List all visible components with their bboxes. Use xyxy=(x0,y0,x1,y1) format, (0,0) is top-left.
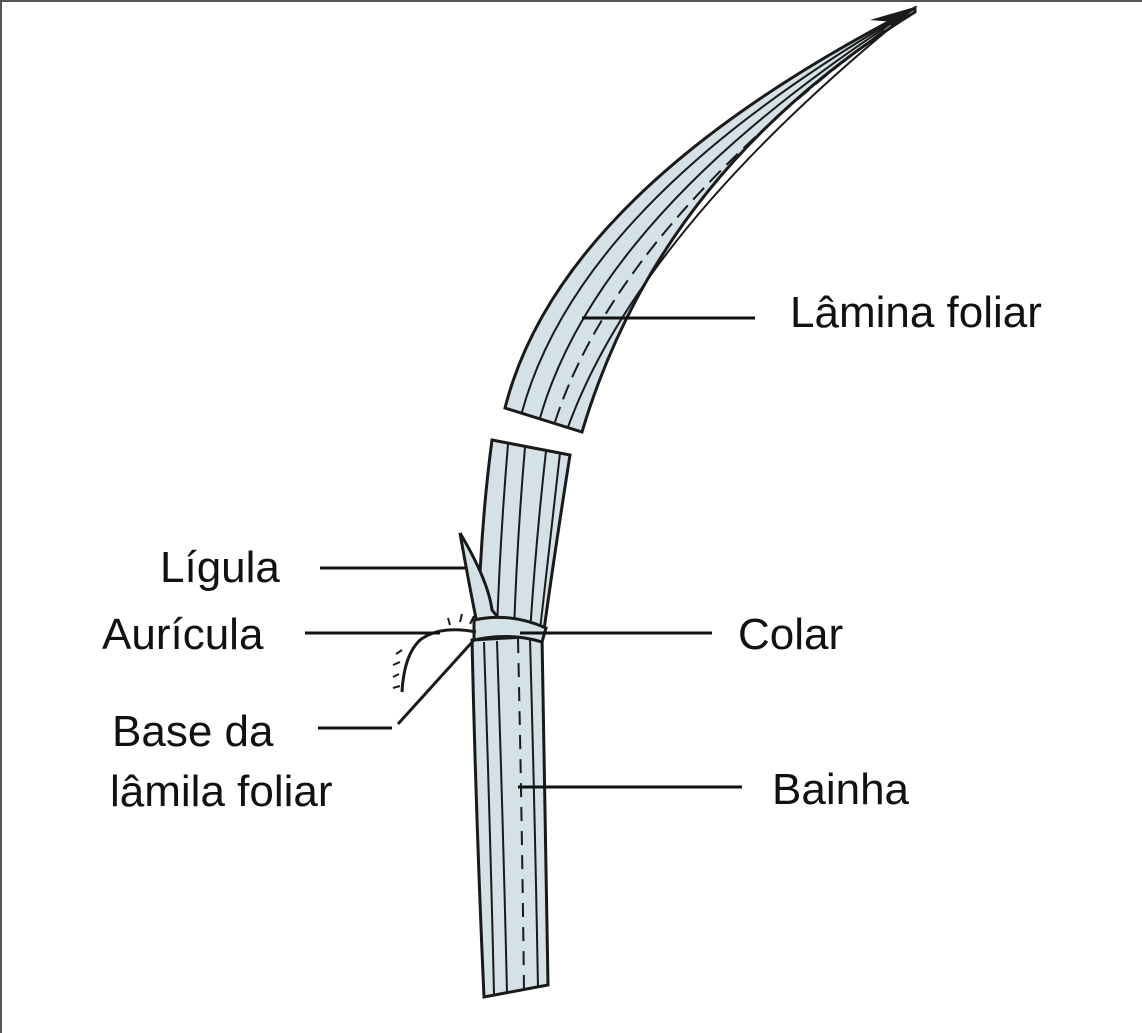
label-base-line1: Base da xyxy=(112,706,273,758)
label-lamina-foliar: Lâmina foliar xyxy=(790,287,1042,339)
label-base-line2: lâmila foliar xyxy=(110,766,333,818)
label-auricula: Aurícula xyxy=(102,609,263,661)
sheath xyxy=(472,636,548,997)
blade-upper-segment xyxy=(505,6,918,432)
label-colar: Colar xyxy=(738,609,843,661)
label-ligula: Lígula xyxy=(160,542,280,594)
label-bainha: Bainha xyxy=(772,764,909,816)
